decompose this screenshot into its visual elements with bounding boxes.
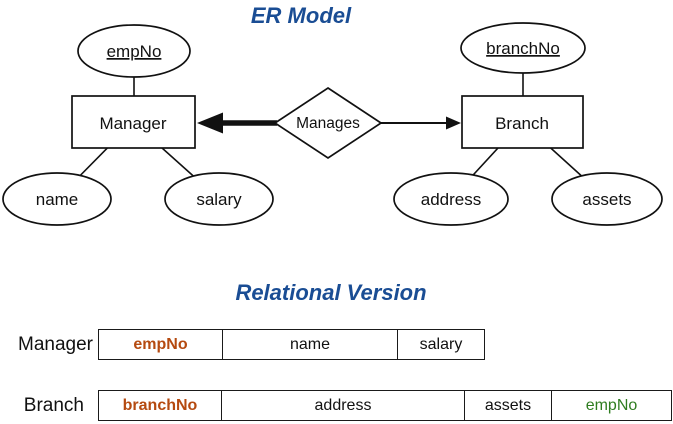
- attribute-assets-ellipse: [551, 172, 663, 226]
- attribute-assets-label: assets: [582, 190, 631, 209]
- entity-manager-label: Manager: [99, 114, 166, 133]
- relation-branch-name: Branch: [23, 395, 84, 416]
- relationship-manages-diamond: [273, 86, 383, 160]
- branch-column-branchno: branchNo: [122, 396, 198, 414]
- branch-column-assets: assets: [464, 391, 551, 420]
- relation-manager-name: Manager: [18, 334, 93, 355]
- relation-manager-row: empNo name salary: [98, 329, 485, 360]
- attribute-branchno-ellipse: [460, 22, 586, 74]
- attribute-branchno-label: branchNo: [486, 39, 560, 58]
- arrowhead-to-branch-icon: [446, 116, 461, 130]
- er-diagram: empNo branchNo Manager Branch Manages na…: [2, 22, 663, 226]
- relational-version-title: Relational Version: [235, 280, 427, 305]
- relation-branch-row: branchNo address assets empNo: [98, 390, 672, 421]
- attribute-address-ellipse: [393, 172, 509, 226]
- attribute-salary-label: salary: [196, 190, 242, 209]
- manager-column-name: name: [222, 330, 397, 359]
- arrowhead-to-manager-icon: [197, 112, 223, 134]
- attribute-empno-label: empNo: [107, 42, 162, 61]
- entity-manager-box: [71, 95, 196, 149]
- branch-column-empno: empNo: [551, 391, 671, 420]
- manager-column-salary: salary: [397, 330, 484, 359]
- entity-branch-box: [461, 95, 584, 149]
- manager-column-empno: empNo: [133, 335, 188, 353]
- attribute-name-ellipse: [2, 172, 112, 226]
- er-model-title: ER Model: [250, 3, 352, 28]
- attribute-empno-ellipse: [77, 24, 191, 78]
- branch-column-address: address: [221, 391, 464, 420]
- entity-branch-label: Branch: [495, 114, 549, 133]
- attribute-salary-ellipse: [164, 172, 274, 226]
- attribute-name-label: name: [36, 190, 79, 209]
- attribute-address-label: address: [421, 190, 481, 209]
- relationship-manages-label: Manages: [296, 115, 360, 132]
